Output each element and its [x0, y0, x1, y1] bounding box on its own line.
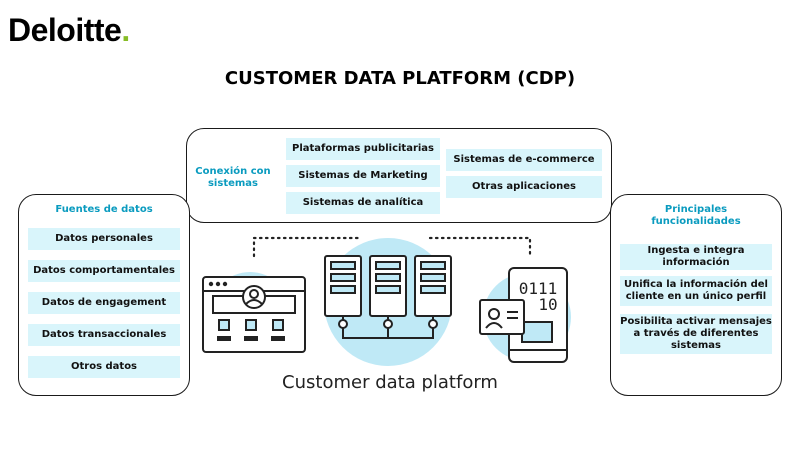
sources-title: Fuentes de datos	[55, 204, 153, 215]
source-item: Datos de engagement	[28, 292, 180, 314]
center-label: Customer data platform	[282, 372, 498, 393]
page-title: CUSTOMER DATA PLATFORM (CDP)	[224, 68, 576, 89]
binary-row-1: 0111	[519, 279, 558, 298]
feature-item: Posibilita activar mensajes a través de …	[620, 314, 772, 354]
brand-dot: .	[121, 12, 130, 48]
brand-name: Deloitte	[8, 12, 122, 48]
connections-title: Conexión con sistemas	[195, 166, 271, 189]
dotted-connector-left	[252, 236, 360, 258]
connection-item: Sistemas de e-commerce	[446, 149, 602, 171]
connection-item: Plataformas publicitarias	[286, 138, 440, 160]
connection-item: Otras aplicaciones	[446, 176, 602, 198]
source-item: Otros datos	[28, 356, 180, 378]
source-item: Datos personales	[28, 228, 180, 250]
connection-item: Sistemas de Marketing	[286, 165, 440, 187]
source-item: Datos transaccionales	[28, 324, 180, 346]
source-item: Datos comportamentales	[28, 260, 180, 282]
dotted-connector-right	[428, 236, 532, 258]
connection-item: Sistemas de analítica	[286, 192, 440, 214]
binary-row-2: 10	[538, 295, 557, 314]
deloitte-logo: Deloitte.	[8, 12, 130, 49]
features-title: Principales funcionalidades	[651, 204, 741, 227]
feature-item: Unifica la información del cliente en un…	[620, 276, 772, 306]
mobile-profile-icon: 0111 10	[479, 267, 568, 363]
browser-profile-icon	[202, 276, 306, 353]
feature-item: Ingesta e integra información	[620, 244, 772, 270]
server-rack-icon	[324, 255, 452, 339]
